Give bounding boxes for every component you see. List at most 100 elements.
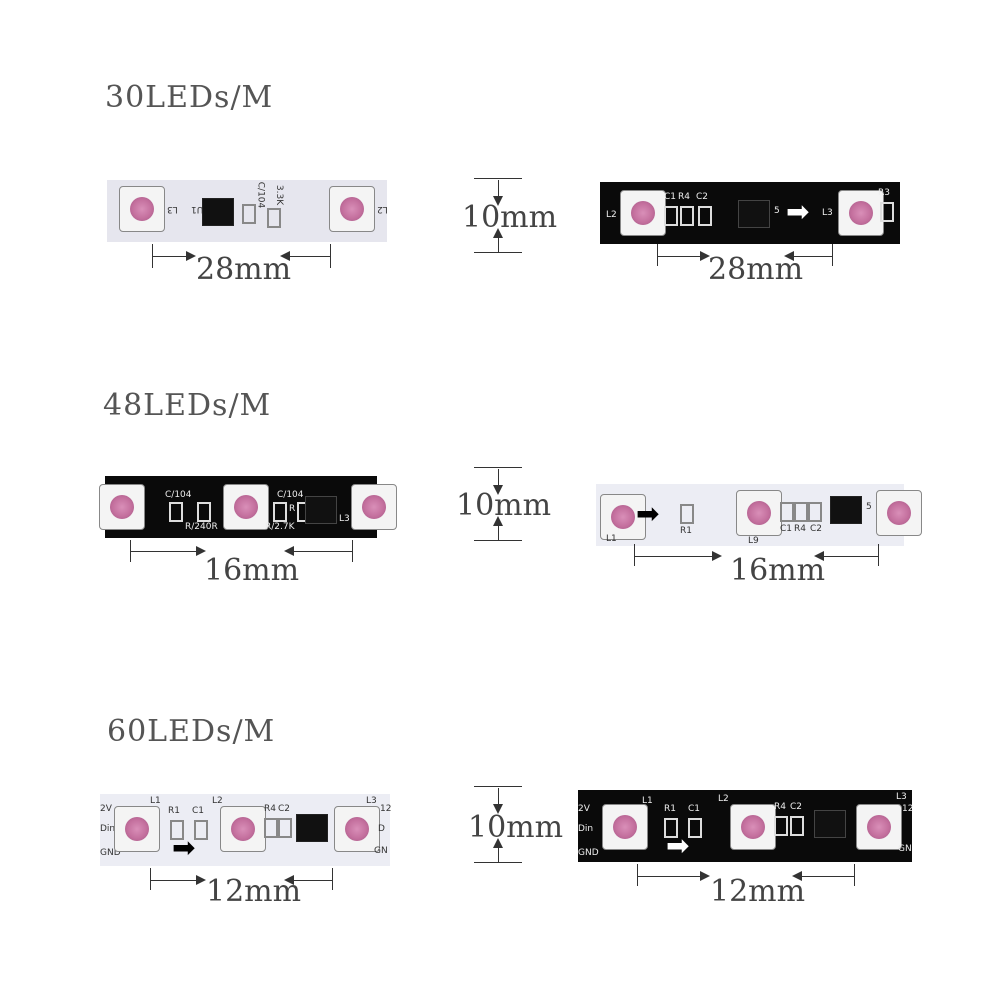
rgb-led bbox=[114, 806, 160, 852]
pcb-label: R4 bbox=[794, 524, 806, 534]
pcb-label: C1 bbox=[664, 192, 677, 202]
pcb-label: C2 bbox=[278, 804, 291, 814]
pcb-label: Din bbox=[578, 824, 594, 834]
resistor bbox=[664, 206, 678, 226]
pcb-label: GND bbox=[100, 848, 121, 858]
pcb-label: R3 bbox=[878, 188, 890, 198]
rgb-led bbox=[876, 490, 922, 536]
rgb-led bbox=[220, 806, 266, 852]
resistor bbox=[794, 502, 808, 522]
pcb-label: L1 bbox=[642, 796, 653, 806]
pcb-label: L2 bbox=[718, 794, 729, 804]
pitch-label: 12mm bbox=[206, 874, 302, 909]
rgb-led bbox=[329, 186, 375, 232]
pcb-label: 3.3K bbox=[274, 184, 285, 206]
pcb-label: 5 bbox=[866, 502, 872, 512]
rgb-led bbox=[730, 804, 776, 850]
led-strip-black-48: C/104 R/240R C/104 R R/2.7K L3 bbox=[99, 476, 397, 538]
led-strip-white-48: L1 ➡ R1 L9 C1 R4 C2 5 bbox=[596, 484, 922, 546]
rgb-led bbox=[99, 484, 145, 530]
resistor bbox=[194, 820, 208, 840]
direction-arrow-icon: ➡ bbox=[636, 497, 660, 530]
pcb-label: R/240R bbox=[185, 522, 218, 532]
driver-ic bbox=[830, 496, 862, 524]
resistor bbox=[808, 502, 822, 522]
pcb-label: R1 bbox=[680, 526, 692, 536]
resistor bbox=[790, 816, 804, 836]
height-label: 10mm bbox=[468, 810, 564, 845]
resistor bbox=[664, 818, 678, 838]
pcb-label: C2 bbox=[810, 524, 823, 534]
rgb-led bbox=[351, 484, 397, 530]
pcb-label: 2V bbox=[100, 804, 112, 814]
resistor bbox=[688, 818, 702, 838]
resistor bbox=[774, 816, 788, 836]
pcb-label: R4 bbox=[774, 802, 786, 812]
pitch-label: 16mm bbox=[730, 553, 826, 588]
driver-ic bbox=[202, 198, 234, 226]
led-strip-white-30: L3 U1 C/104 3.3K L2 bbox=[107, 180, 388, 242]
led-strip-white-60: 2V Din GND L1 R1 C1 ➡ L2 R4 C2 L3 12 D G… bbox=[100, 794, 391, 866]
pitch-label: 28mm bbox=[196, 252, 292, 287]
resistor bbox=[169, 502, 183, 522]
rgb-led bbox=[119, 186, 165, 232]
resistor bbox=[780, 502, 794, 522]
resistor bbox=[880, 202, 894, 222]
pcb-label: C/104 bbox=[255, 181, 266, 209]
height-label: 10mm bbox=[456, 488, 552, 523]
resistor bbox=[278, 818, 292, 838]
direction-arrow-icon: ➡ bbox=[786, 195, 810, 228]
pcb-label: C1 bbox=[688, 804, 701, 814]
pcb-label: R bbox=[289, 504, 296, 514]
section-title-60: 60LEDs/M bbox=[107, 714, 276, 749]
pcb-label: R4 bbox=[264, 804, 276, 814]
direction-arrow-icon: ➡ bbox=[172, 831, 196, 864]
resistor bbox=[680, 504, 694, 524]
pcb-label: 2V bbox=[578, 804, 590, 814]
pcb-label: GN bbox=[374, 846, 388, 856]
pcb-label: L1 bbox=[150, 796, 161, 806]
rgb-led bbox=[856, 804, 902, 850]
rgb-led bbox=[838, 190, 884, 236]
height-label: 10mm bbox=[462, 200, 558, 235]
pcb-label: 12 bbox=[902, 804, 914, 814]
resistor bbox=[170, 820, 184, 840]
pcb-label: L3 bbox=[896, 792, 907, 802]
pcb-label: R1 bbox=[664, 804, 676, 814]
pcb-label: L1 bbox=[606, 534, 617, 544]
rgb-led bbox=[334, 806, 380, 852]
pcb-label: C/104 bbox=[277, 490, 304, 500]
rgb-led bbox=[620, 190, 666, 236]
pcb-label: L2 bbox=[212, 796, 223, 806]
pcb-label: C1 bbox=[192, 806, 205, 816]
driver-ic bbox=[296, 814, 328, 842]
resistor bbox=[267, 208, 281, 228]
resistor bbox=[264, 818, 278, 838]
driver-ic bbox=[738, 200, 770, 228]
pcb-label: L3 bbox=[822, 208, 833, 218]
pcb-label: R/2.7K bbox=[265, 522, 295, 532]
led-strip-black-30: L2 C1 R4 C2 5 ➡ L3 R3 bbox=[600, 182, 900, 244]
resistor bbox=[242, 204, 256, 224]
pcb-label: L2 bbox=[377, 204, 388, 214]
pcb-label: GND bbox=[578, 848, 599, 858]
pitch-label: 16mm bbox=[204, 553, 300, 588]
driver-ic bbox=[305, 496, 337, 524]
pcb-label: C/104 bbox=[165, 490, 192, 500]
rgb-led bbox=[223, 484, 269, 530]
section-title-48: 48LEDs/M bbox=[103, 388, 272, 423]
section-title-30: 30LEDs/M bbox=[105, 80, 274, 115]
pcb-label: L3 bbox=[167, 204, 178, 214]
pcb-label: C2 bbox=[790, 802, 803, 812]
pcb-label: L3 bbox=[339, 514, 350, 524]
pcb-label: 5 bbox=[774, 206, 780, 216]
pcb-label: GN bbox=[898, 844, 912, 854]
pcb-label: Din bbox=[100, 824, 116, 834]
resistor bbox=[698, 206, 712, 226]
resistor bbox=[680, 206, 694, 226]
driver-ic bbox=[814, 810, 846, 838]
resistor bbox=[273, 502, 287, 522]
pitch-label: 28mm bbox=[708, 252, 804, 287]
pcb-label: R4 bbox=[678, 192, 690, 202]
pcb-label: D bbox=[378, 824, 385, 834]
